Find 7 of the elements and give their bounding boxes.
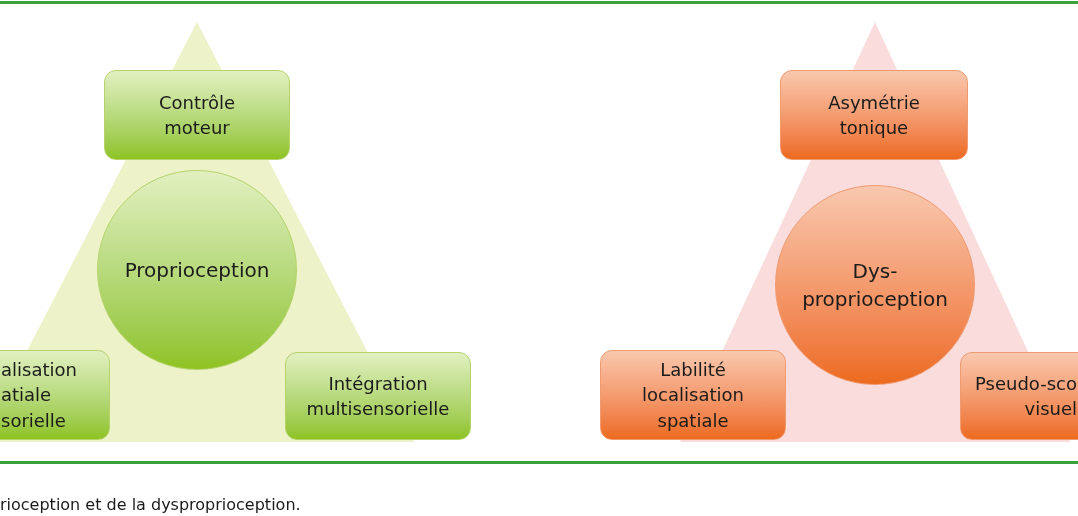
concept-box: Intégration multisensorielle — [285, 352, 471, 440]
concept-box: Asymétrie tonique — [780, 70, 968, 160]
concept-box: Labilité localisation spatiale — [600, 350, 786, 440]
concept-box: alisation atiale sorielle — [0, 350, 110, 440]
concept-box: Pseudo-sco visuel — [960, 352, 1078, 440]
caption: rioception et de la dysproprioception. — [0, 494, 301, 516]
concept-box: Contrôle moteur — [104, 70, 290, 160]
